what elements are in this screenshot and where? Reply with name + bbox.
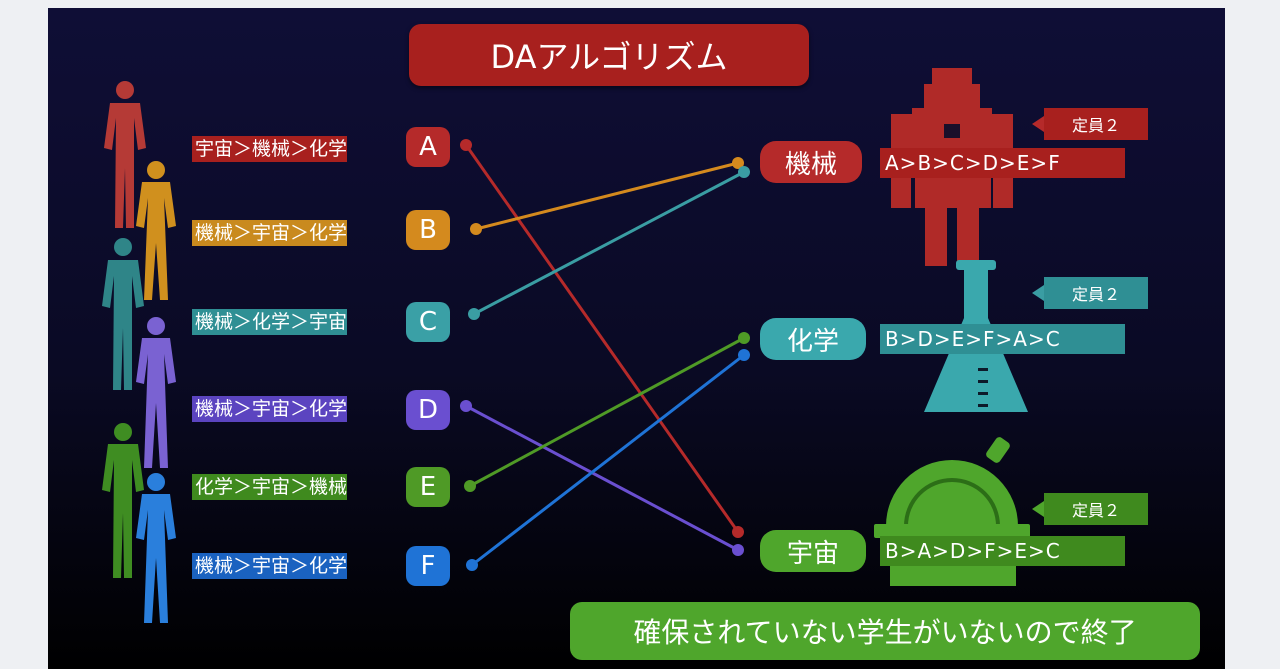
preference-c: 機械＞化学＞宇宙 xyxy=(192,309,348,335)
line-b-to-kikai xyxy=(475,161,739,231)
person-icon-a xyxy=(104,81,146,228)
preference-f: 機械＞宇宙＞化学 xyxy=(192,553,348,579)
preference-d: 機械＞宇宙＞化学 xyxy=(192,396,348,422)
student-badge-d: D xyxy=(406,390,450,430)
capacity-uchu: 定員２ xyxy=(1044,493,1148,525)
department-kagaku: 化学 xyxy=(760,318,866,360)
person-icon-e xyxy=(102,423,144,578)
line-d-to-uchu xyxy=(465,404,739,552)
person-icon-f xyxy=(136,473,176,623)
person-icon-d xyxy=(136,317,176,468)
person-icon-c xyxy=(102,238,144,390)
slide-title: DAアルゴリズム xyxy=(409,24,809,86)
student-badge-f: F xyxy=(406,546,450,586)
line-endpoints xyxy=(460,139,750,571)
result-message: 確保されていない学生がいないので終了 xyxy=(570,602,1200,660)
line-c-to-kikai xyxy=(473,170,745,316)
line-e-to-kagaku xyxy=(469,336,745,488)
ranking-kagaku: B>D>E>F>A>C xyxy=(880,324,1125,354)
capacity-kikai: 定員２ xyxy=(1044,108,1148,140)
department-uchu: 宇宙 xyxy=(760,530,866,572)
line-a-to-uchu xyxy=(464,144,740,533)
student-badge-e: E xyxy=(406,467,450,507)
preference-a: 宇宙＞機械＞化学 xyxy=(192,136,348,162)
line-f-to-kagaku xyxy=(471,353,745,567)
ranking-uchu: B>A>D>F>E>C xyxy=(880,536,1125,566)
student-badge-a: A xyxy=(406,127,450,167)
department-kikai: 機械 xyxy=(760,141,862,183)
student-badge-c: C xyxy=(406,302,450,342)
person-icon-b xyxy=(136,161,176,300)
slide: DAアルゴリズム 宇宙＞機械＞化学 A 機械＞宇宙＞化学 B 機械＞化学＞宇宙 … xyxy=(48,8,1225,669)
preference-b: 機械＞宇宙＞化学 xyxy=(192,220,348,246)
capacity-kagaku: 定員２ xyxy=(1044,277,1148,309)
student-badge-b: B xyxy=(406,210,450,250)
preference-e: 化学＞宇宙＞機械 xyxy=(192,474,348,500)
ranking-kikai: A>B>C>D>E>F xyxy=(880,148,1125,178)
matching-lines xyxy=(464,144,745,567)
